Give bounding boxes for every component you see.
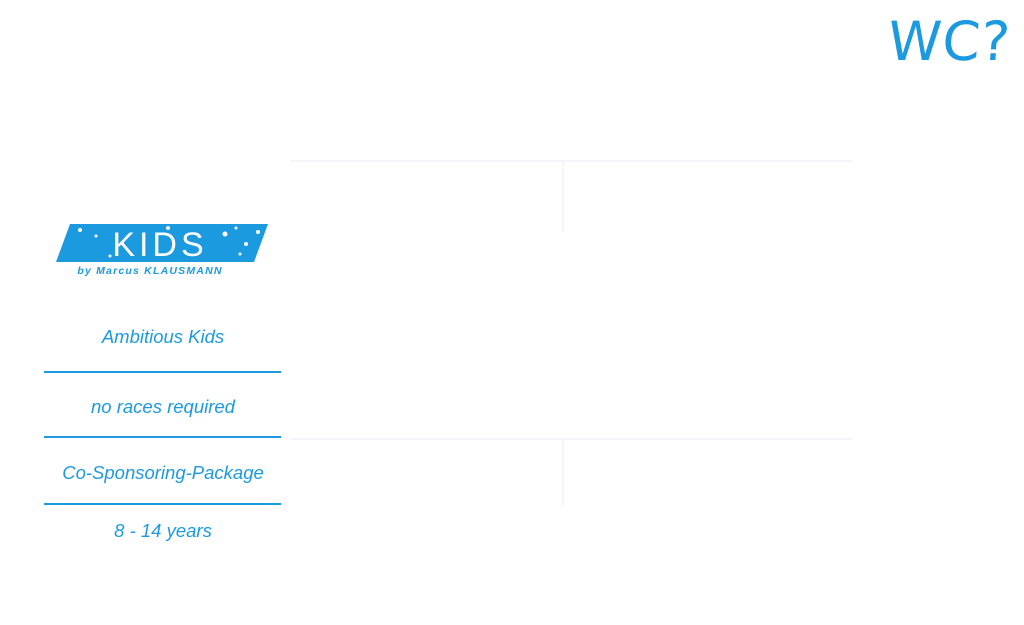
faint-bracket-bottom bbox=[290, 438, 564, 506]
logo-banner bbox=[56, 224, 268, 262]
card-item-races: no races required bbox=[91, 396, 235, 417]
divider-2 bbox=[44, 436, 281, 438]
card-item-ambitious: Ambitious Kids bbox=[101, 326, 225, 347]
kids-logo: KIDS by Marcus KLAUSMANN bbox=[50, 222, 270, 282]
logo-tagline: by Marcus KLAUSMANN bbox=[77, 265, 222, 277]
divider-1 bbox=[44, 371, 281, 373]
card-item-age: 8 - 14 years bbox=[114, 520, 212, 541]
faint-bracket-top-out bbox=[562, 160, 852, 162]
card-item-package: Co-Sponsoring-Package bbox=[62, 462, 264, 483]
logo-word: KIDS bbox=[112, 226, 207, 264]
kids-logo-graphic: KIDS by Marcus KLAUSMANN bbox=[56, 224, 268, 277]
handwritten-note: WC? bbox=[885, 10, 1013, 73]
divider-3 bbox=[44, 503, 281, 505]
faint-bracket-top bbox=[290, 160, 564, 232]
faint-bracket-bottom-out bbox=[562, 438, 852, 440]
